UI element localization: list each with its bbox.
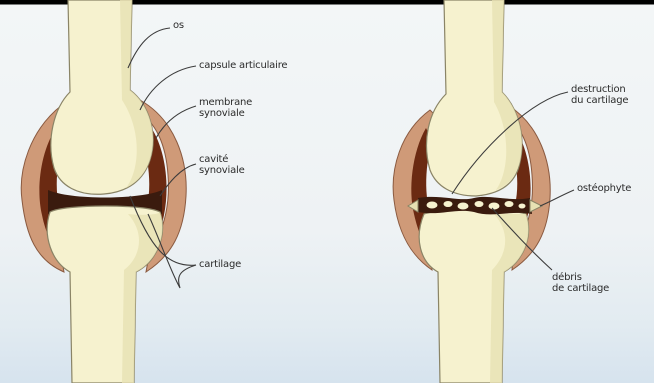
label-membrane-line1: membrane — [199, 97, 252, 108]
debris-fragment — [518, 203, 526, 209]
label-destruction-line2: du cartilage — [571, 95, 628, 106]
debris-fragment — [488, 202, 500, 210]
label-cavity: cavité synoviale — [199, 154, 245, 176]
debris-fragment — [426, 201, 438, 209]
label-destruction-line1: destruction — [571, 84, 628, 95]
label-cavity-line1: cavité — [199, 154, 245, 165]
debris-fragment — [504, 201, 514, 208]
label-cartilage: cartilage — [199, 259, 241, 270]
label-debris: débris de cartilage — [552, 272, 609, 294]
label-debris-line1: débris — [552, 272, 609, 283]
debris-fragment — [457, 202, 469, 210]
label-os: os — [173, 20, 184, 31]
label-osteophyte: ostéophyte — [577, 183, 631, 194]
leader-capsule — [140, 66, 196, 110]
label-destruction: destruction du cartilage — [571, 84, 628, 106]
healthy-joint — [21, 0, 186, 383]
debris-fragment — [443, 201, 453, 208]
label-cavity-line2: synoviale — [199, 165, 245, 176]
label-membrane: membrane synoviale — [199, 97, 252, 119]
arthritic-joint — [393, 0, 550, 383]
debris-fragment — [474, 201, 484, 208]
label-debris-line2: de cartilage — [552, 283, 609, 294]
label-membrane-line2: synoviale — [199, 108, 252, 119]
label-capsule: capsule articulaire — [199, 60, 287, 71]
leader-os — [128, 28, 170, 68]
